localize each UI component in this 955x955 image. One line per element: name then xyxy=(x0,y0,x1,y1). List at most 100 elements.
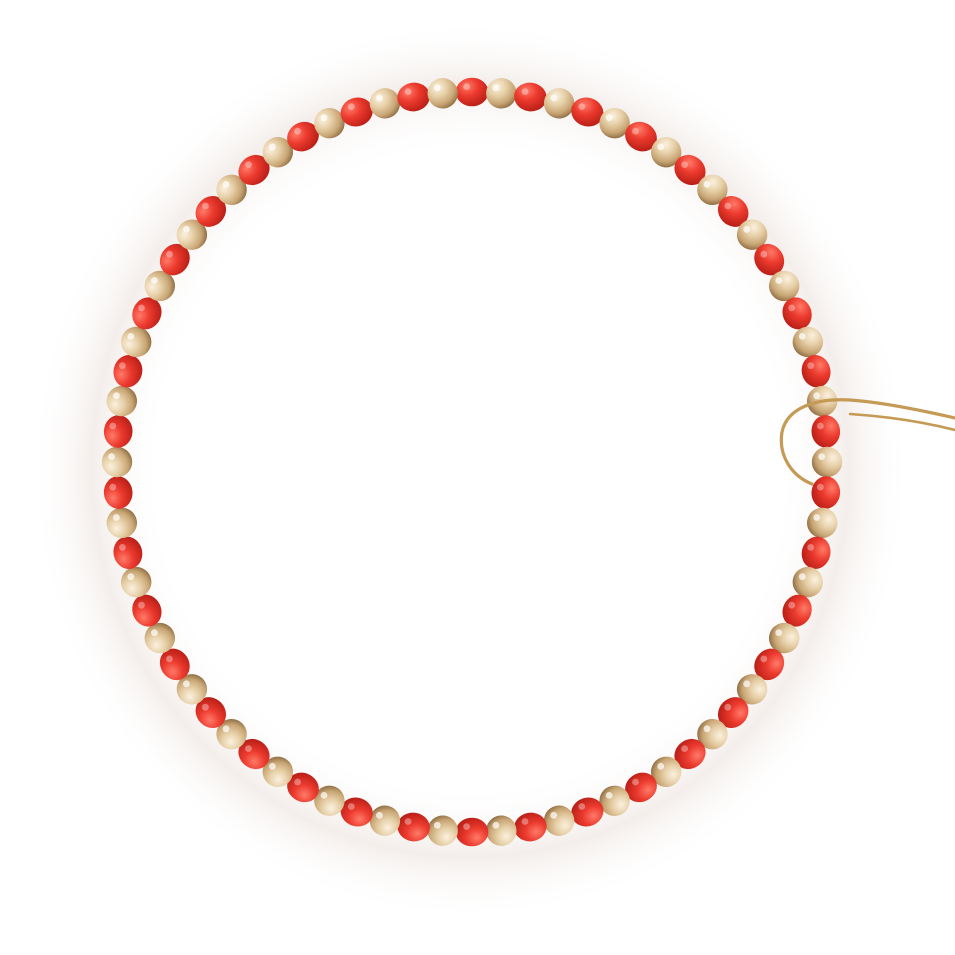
bead-highlight xyxy=(605,114,613,122)
gold-bead xyxy=(811,446,843,478)
bead-highlight xyxy=(183,225,190,233)
red-bead xyxy=(195,195,227,227)
bead-highlight xyxy=(245,745,252,752)
red-bead xyxy=(674,154,706,186)
bead-highlight xyxy=(113,392,120,400)
bead-highlight xyxy=(138,304,145,312)
bead-highlight xyxy=(108,453,115,460)
bead-highlight xyxy=(807,544,815,551)
bead-highlight xyxy=(347,803,355,810)
red-bead xyxy=(782,297,812,330)
bead-highlight xyxy=(807,362,815,370)
red-bead xyxy=(340,97,373,127)
bead-highlight xyxy=(463,83,470,90)
hanger-hook xyxy=(779,398,955,486)
bead-highlight xyxy=(269,143,276,151)
bead-highlight xyxy=(138,601,145,609)
bead-highlight xyxy=(404,818,412,825)
bead-highlight xyxy=(788,304,796,312)
bead-highlight xyxy=(724,703,732,711)
bead-highlight xyxy=(798,573,806,581)
red-bead xyxy=(571,97,604,127)
red-bead xyxy=(754,648,785,681)
red-bead xyxy=(238,154,270,186)
red-bead xyxy=(782,594,812,627)
red-bead xyxy=(514,82,547,112)
red-bead xyxy=(811,415,841,448)
bead-highlight xyxy=(743,680,751,688)
bead-highlight xyxy=(127,573,135,581)
bead-highlight xyxy=(245,161,252,169)
red-bead xyxy=(717,697,749,729)
bead-highlight xyxy=(818,453,825,460)
red-bead xyxy=(340,797,373,827)
bead-highlight xyxy=(119,362,126,370)
red-bead xyxy=(674,738,706,770)
bead-highlight xyxy=(813,392,821,400)
bead-highlight xyxy=(492,821,500,829)
bead-highlight xyxy=(813,514,821,521)
bead-highlight xyxy=(578,103,586,110)
bracelet-ring xyxy=(101,77,843,847)
red-bead xyxy=(717,195,749,227)
bead-highlight xyxy=(632,778,639,786)
bead-highlight xyxy=(817,483,824,491)
red-bead xyxy=(132,594,162,627)
bead-highlight xyxy=(320,792,328,799)
bead-highlight xyxy=(703,725,711,733)
bead-highlight xyxy=(202,202,209,210)
bead-highlight xyxy=(294,127,301,135)
bead-highlight xyxy=(657,762,665,770)
bracelet-shadow xyxy=(30,20,910,920)
bead-highlight xyxy=(109,422,117,430)
bead-highlight xyxy=(127,333,135,340)
red-bead xyxy=(625,121,657,152)
bead-highlight xyxy=(817,422,824,430)
red-bead xyxy=(455,817,489,847)
red-bead xyxy=(113,536,143,569)
bead-highlight xyxy=(113,514,120,521)
bead-highlight xyxy=(269,762,276,770)
bead-highlight xyxy=(550,811,558,819)
red-bead xyxy=(113,355,143,388)
red-bead xyxy=(514,812,547,842)
red-bead xyxy=(455,77,489,107)
bead-highlight xyxy=(183,680,190,688)
bead-highlight xyxy=(605,792,613,799)
bead-highlight xyxy=(109,483,117,491)
bead-highlight xyxy=(760,250,768,258)
bead-highlight xyxy=(166,250,173,258)
red-bead xyxy=(287,121,319,152)
bead-highlight xyxy=(743,225,751,233)
bead-highlight xyxy=(166,655,173,663)
bead-highlight xyxy=(433,84,441,92)
bead-highlight xyxy=(433,821,441,829)
bead-highlight xyxy=(347,103,355,110)
red-bead xyxy=(397,82,430,112)
bead-highlight xyxy=(775,629,783,637)
bead-highlight xyxy=(657,143,665,151)
red-bead xyxy=(754,243,785,276)
bead-highlight xyxy=(202,703,209,711)
bead-highlight xyxy=(724,202,732,210)
bead-highlight xyxy=(404,88,412,95)
bead-highlight xyxy=(222,725,230,733)
bead-highlight xyxy=(681,745,688,752)
bead-highlight xyxy=(521,88,529,95)
bead-highlight xyxy=(463,823,470,830)
bead-highlight xyxy=(775,277,783,284)
red-bead xyxy=(103,476,133,509)
red-bead xyxy=(287,772,319,803)
bead-highlight xyxy=(521,818,529,825)
red-bead xyxy=(625,772,657,803)
red-bead xyxy=(397,812,430,842)
gold-bead xyxy=(101,446,133,478)
red-bead xyxy=(238,738,270,770)
bead-highlight xyxy=(294,778,301,786)
red-bead xyxy=(195,697,227,729)
bead-highlight xyxy=(550,94,558,102)
red-bead xyxy=(801,355,831,388)
bead-highlight xyxy=(151,629,158,637)
bead-highlight xyxy=(798,333,806,340)
